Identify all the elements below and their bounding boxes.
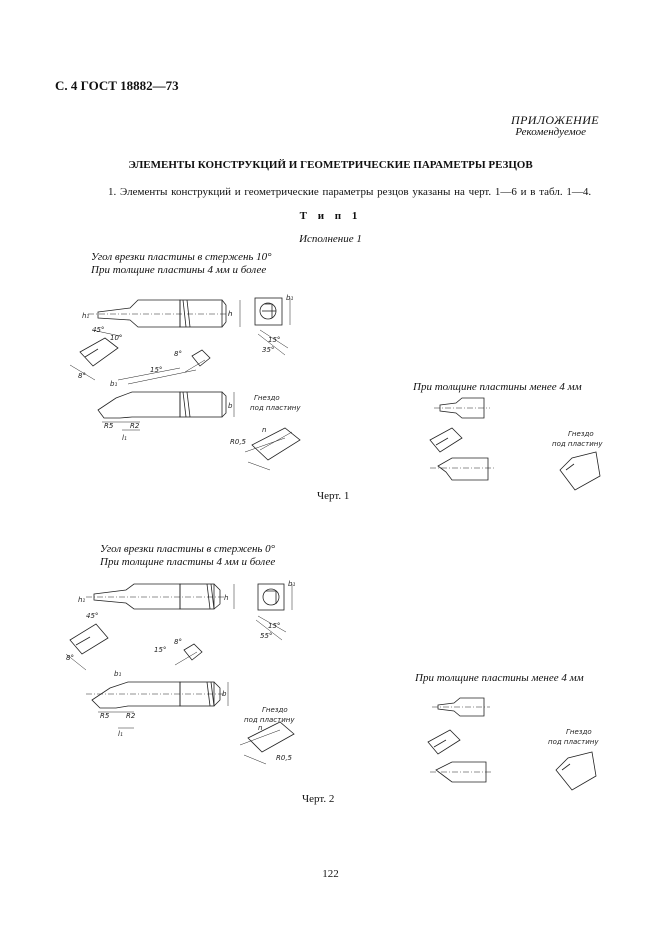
fig1-dim-a45: 45° [92,326,104,334]
type-heading: Т и п 1 [299,210,362,222]
fig2-dim-a8: 8° [66,654,74,662]
fig2-dim-a8b: 8° [174,638,182,646]
fig1-dim-b1-front: b₁ [110,380,117,388]
fig1-thin-socket-label-1: Гнездо [568,430,594,438]
fig2-dim-a45: 45° [86,612,98,620]
appendix-label: ПРИЛОЖЕНИЕ [511,113,599,127]
fig2-dim-h1: h₁ [78,596,85,604]
fig2-thin-socket-label-1: Гнездо [566,728,592,736]
fig1-dim-h: h [228,310,232,318]
fig1-dim-l1: l₁ [122,434,127,442]
fig2-small-insert [174,643,203,666]
fig1-caption-line2: При толщине пластины 4 мм и более [91,264,267,276]
fig2-label: Черт. 2 [302,793,335,805]
fig2-dim-b1: b₁ [288,580,295,588]
fig1-front-view [97,367,235,431]
document-header: С. 4 ГОСТ 18882—73 [55,78,179,93]
fig2-thin-insert [427,729,461,755]
fig2-thin-socket-label-2: под пластину [548,738,599,746]
fig2-caption: Угол врезки пластины в стержень 0° При т… [100,543,275,569]
fig1-dim-a15b: 15° [268,336,280,344]
fig1-dim-r5: R5 [104,422,114,430]
fig1-thin-socket-label-2: под пластину [552,440,603,448]
fig2-thin-top [432,697,490,717]
fig2-socket-label-1: Гнездо [262,706,288,714]
fig2-dim-a55: 55° [260,632,272,640]
fig1-thin-insert [429,427,463,453]
fig2-socket-label-2: под пластину [244,716,295,724]
fig2-thin-front [430,761,492,783]
fig2-dim-a15b: 15° [268,622,280,630]
fig1-insert-detail [69,329,121,381]
fig1-socket-view [244,427,301,471]
fig2-dim-a15: 15° [154,646,166,654]
section-title: ЭЛЕМЕНТЫ КОНСТРУКЦИЙ И ГЕОМЕТРИЧЕСКИЕ ПА… [128,159,533,171]
fig2-dim-r5: R5 [100,712,110,720]
fig1-dim-r05: R0,5 [230,438,247,446]
fig2-dim-r2: R2 [126,712,136,720]
fig2-caption-line1: Угол врезки пластины в стержень 0° [100,543,276,555]
fig2-dim-b1-front: b₁ [114,670,121,678]
fig2-socket-view [239,721,295,765]
fig2-dim-n: n [258,724,262,732]
intro-paragraph: 1. Элементы конструкций и геометрические… [108,186,592,198]
fig1-dim-a10: 10° [110,334,122,342]
fig1-dim-a8: 8° [78,372,86,380]
fig2-dim-r05: R0,5 [276,754,293,762]
fig2-front-view [86,681,229,729]
fig2-thin-socket [555,751,597,791]
fig1-dim-n: n [262,426,266,434]
fig1-dim-b: b [228,402,233,410]
fig1-dim-a15: 15° [150,366,162,374]
fig1-dim-a8b: 8° [174,350,182,358]
fig1-label: Черт. 1 [317,490,350,502]
execution-heading: Исполнение 1 [299,233,362,245]
fig1-small-insert [184,349,211,373]
page-number: 122 [322,868,339,880]
fig2-cross-section [255,583,293,641]
fig1-thin-socket [559,451,601,491]
fig2-top-view [86,583,235,610]
fig2-dim-b: b [222,690,227,698]
fig1-cross-section [254,297,291,356]
fig1-thin-caption: При толщине пластины менее 4 мм [413,381,582,393]
fig2-caption-line2: При толщине пластины 4 мм и более [100,556,276,568]
fig1-thin-top [434,397,490,419]
fig1-thin-front [430,457,494,481]
fig1-dim-r2: R2 [130,422,140,430]
fig2-dim-l1: l₁ [118,730,123,738]
fig1-dim-a35: 35° [262,346,274,354]
appendix-status: Рекомендуемое [515,126,586,138]
fig1-dim-b1: b₁ [286,294,293,302]
fig2-insert-detail [65,623,109,671]
fig1-socket-label-1: Гнездо [254,394,280,402]
fig1-caption: Угол врезки пластины в стержень 10° При … [91,251,272,277]
fig2-dim-h: h [224,594,228,602]
fig1-top-view [88,299,241,328]
fig1-caption-line1: Угол врезки пластины в стержень 10° [91,251,272,263]
fig2-thin-caption: При толщине пластины менее 4 мм [415,672,584,684]
fig1-socket-label-2: под пластину [250,404,301,412]
fig1-dim-h1: h₁ [82,312,89,320]
